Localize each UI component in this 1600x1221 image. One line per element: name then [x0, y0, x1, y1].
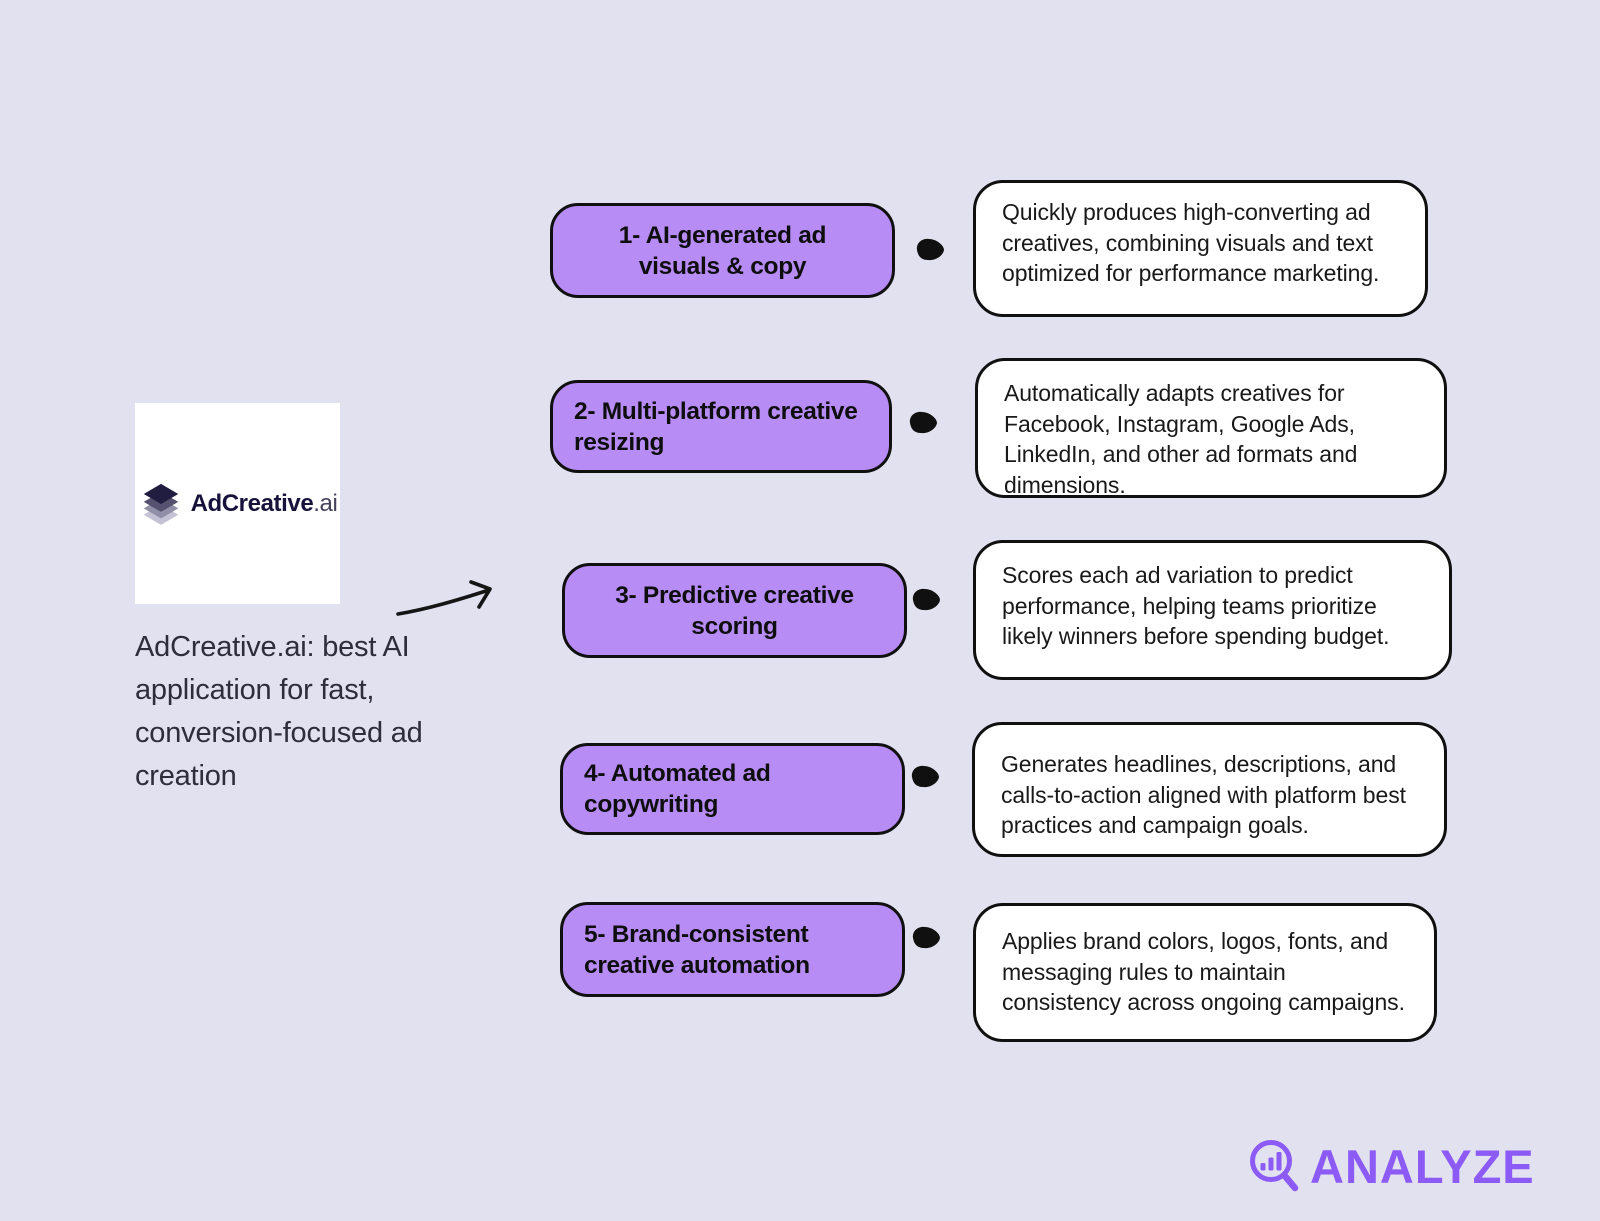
arrow-icon — [396, 580, 492, 616]
feature-title: 4- Automated ad copywriting — [584, 760, 771, 818]
connector-blob-icon — [916, 238, 944, 261]
feature-description-2: Automatically adapts creatives for Faceb… — [975, 358, 1447, 498]
connector-blob-icon — [912, 588, 940, 611]
feature-pill-4: 4- Automated ad copywriting — [560, 743, 905, 835]
description-text: Applies brand colors, logos, fonts, and … — [1002, 928, 1405, 1015]
feature-pill-3: 3- Predictive creative scoring — [562, 563, 907, 658]
feature-title: 3- Predictive creative scoring — [615, 581, 854, 640]
description-text: Generates headlines, descriptions, and c… — [1001, 751, 1406, 838]
description-text: Scores each ad variation to predict perf… — [1002, 562, 1390, 649]
feature-description-1: Quickly produces high-converting ad crea… — [973, 180, 1428, 317]
brand-suffix: .ai — [313, 489, 338, 517]
connector-blob-icon — [912, 926, 940, 949]
description-text: Automatically adapts creatives for Faceb… — [1004, 380, 1358, 498]
feature-title: 5- Brand-consistent creative automation — [584, 920, 810, 979]
description-text: Quickly produces high-converting ad crea… — [1002, 199, 1380, 286]
feature-title: 2- Multi-platform creative resizing — [574, 397, 858, 456]
adcreative-wordmark: AdCreative.ai — [191, 490, 338, 518]
adcreative-logo: AdCreative.ai — [138, 481, 338, 527]
analyze-wordmark: ANALYZE — [1310, 1139, 1535, 1193]
magnifier-chart-icon — [1250, 1140, 1299, 1192]
feature-pill-1: 1- AI-generated ad visuals & copy — [550, 203, 895, 298]
analyze-logo: ANALYZE — [1248, 1138, 1535, 1194]
feature-pill-2: 2- Multi-platform creative resizing — [550, 380, 892, 473]
feature-description-4: Generates headlines, descriptions, and c… — [972, 722, 1447, 857]
brand-name: AdCreative — [190, 489, 314, 517]
feature-description-5: Applies brand colors, logos, fonts, and … — [973, 903, 1437, 1042]
feature-title: 1- AI-generated ad visuals & copy — [618, 221, 827, 280]
feature-pill-5: 5- Brand-consistent creative automation — [560, 902, 905, 997]
connector-blob-icon — [909, 411, 937, 434]
caption-text: AdCreative.ai: best AI application for f… — [135, 631, 423, 792]
layer-stack-icon — [143, 483, 178, 525]
feature-description-3: Scores each ad variation to predict perf… — [973, 540, 1452, 680]
adcreative-logo-card: AdCreative.ai — [135, 403, 340, 604]
connector-blob-icon — [911, 765, 939, 788]
